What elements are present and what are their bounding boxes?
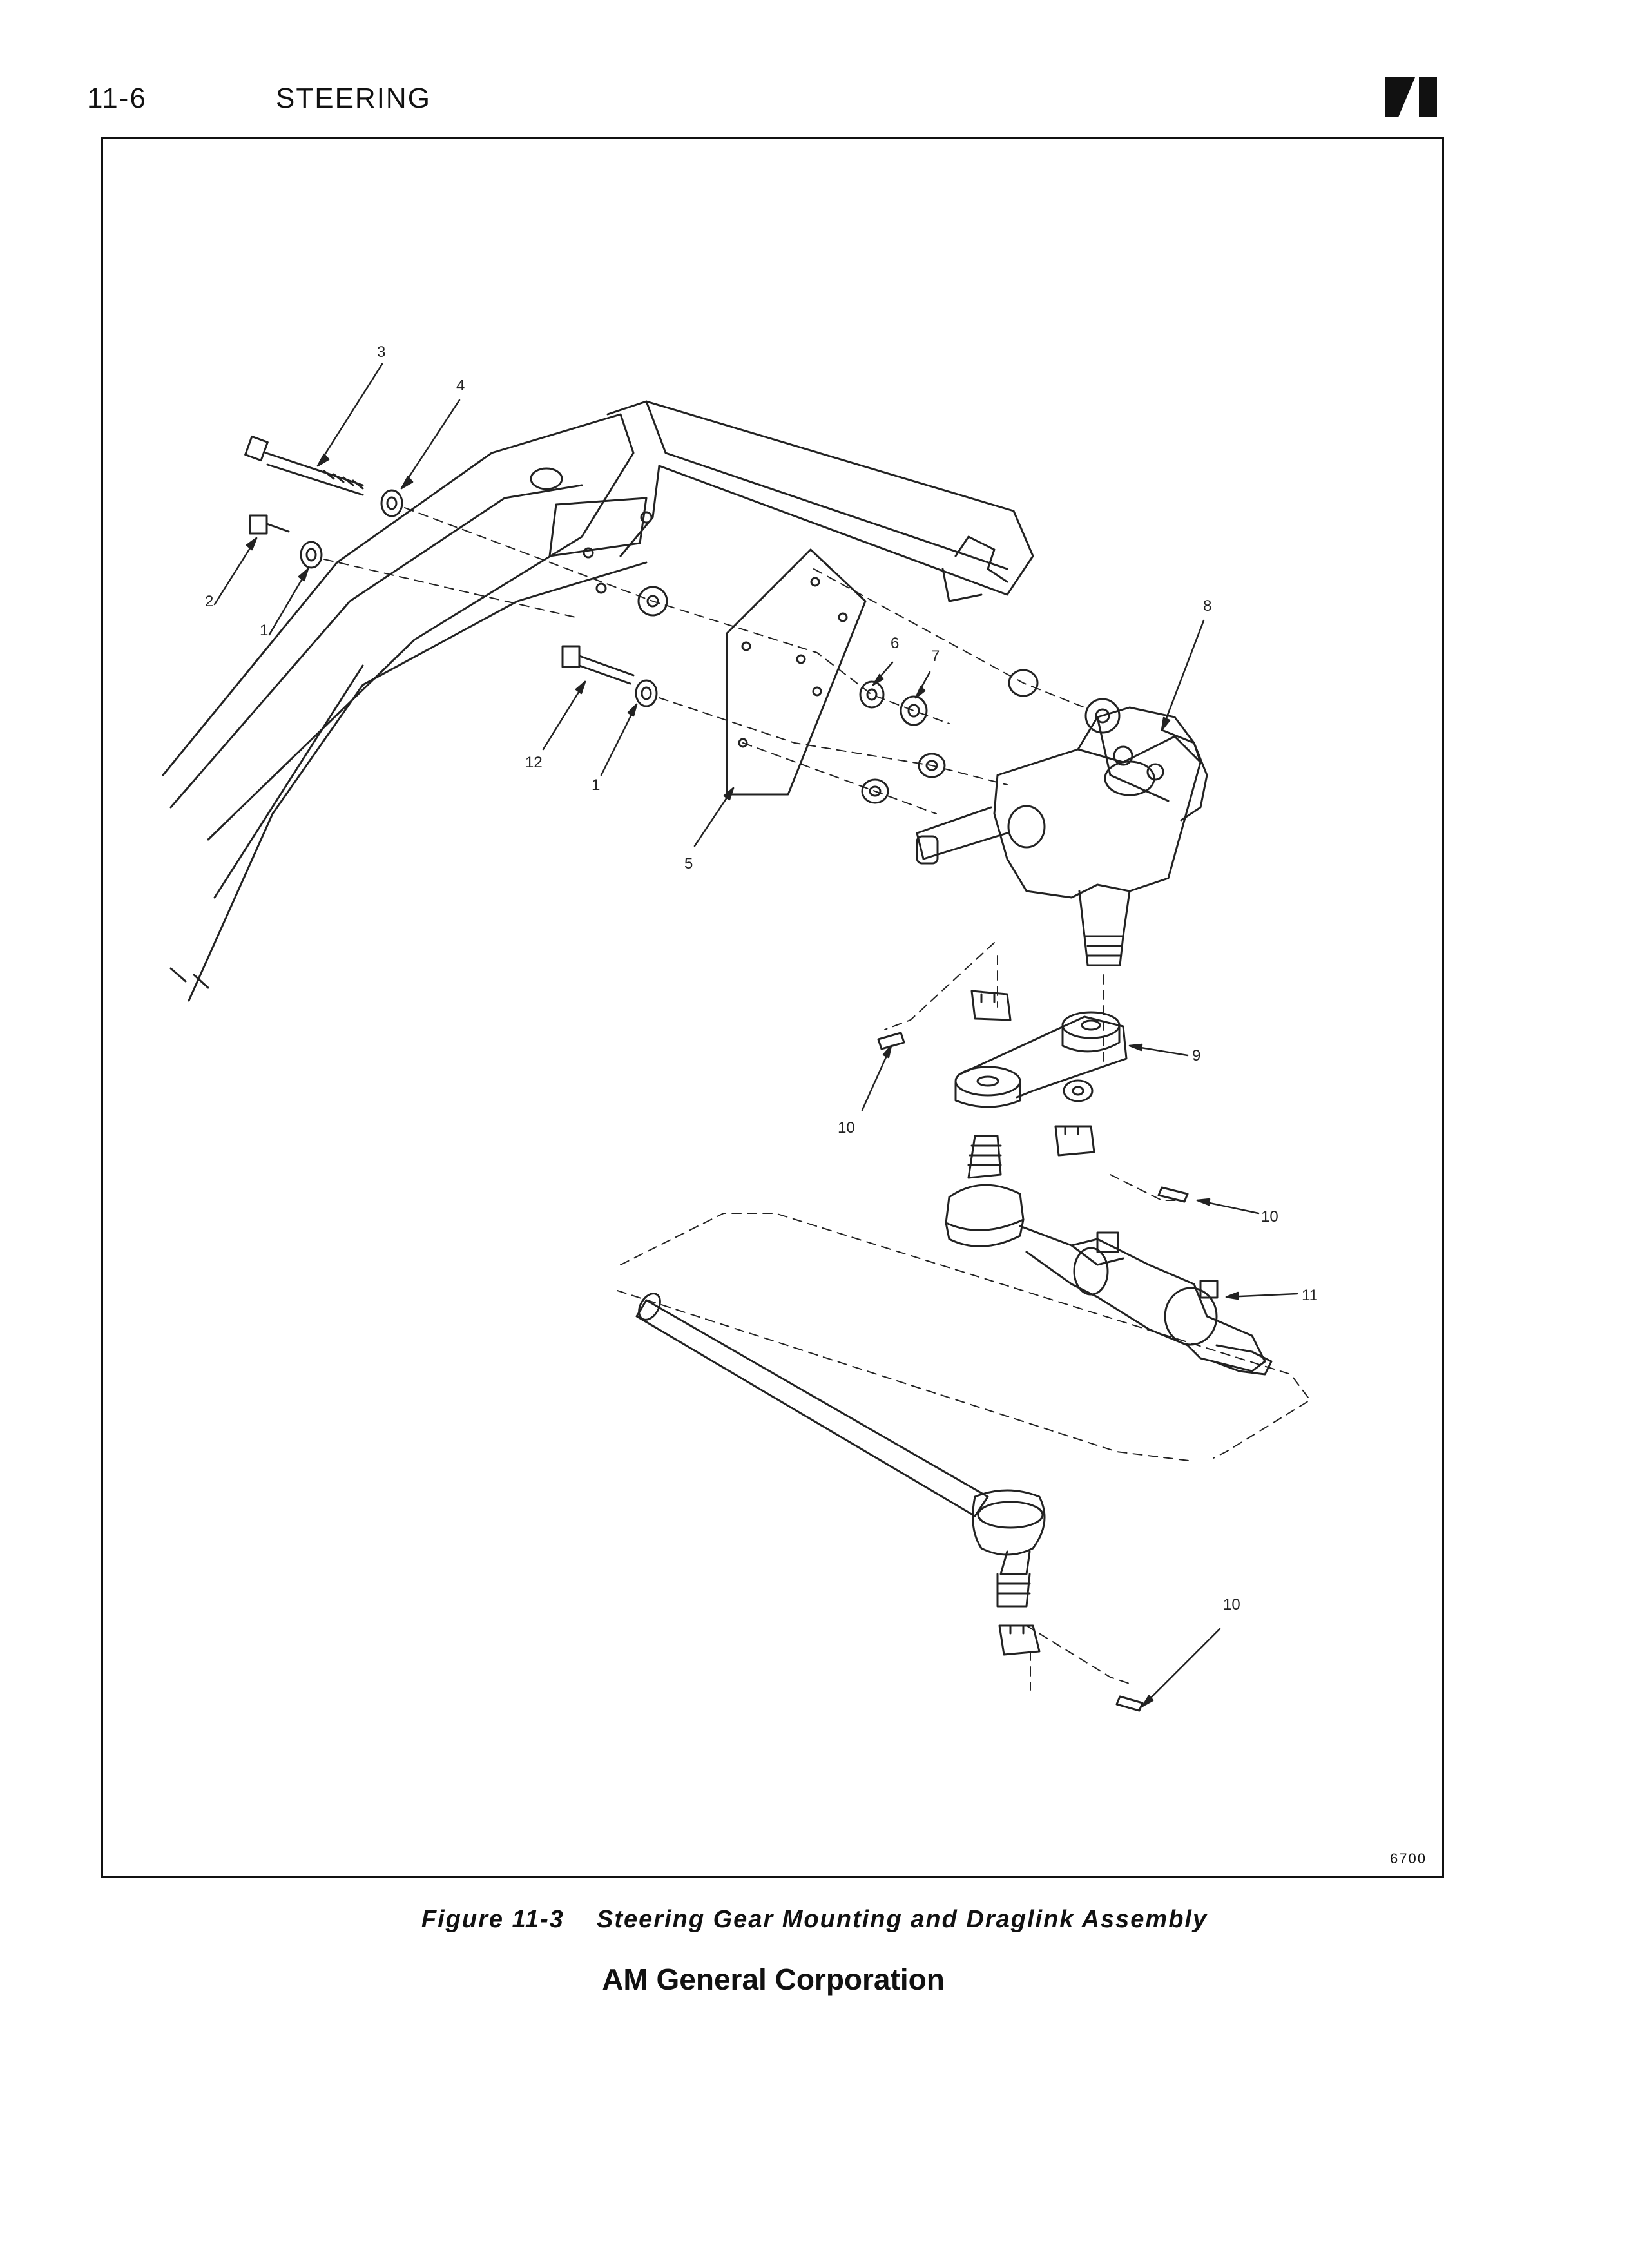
brand-logo-icon <box>1385 77 1437 117</box>
callout-2: 2 <box>205 593 214 610</box>
drag-link <box>945 1135 1273 1376</box>
callout-10b: 10 <box>1261 1208 1278 1225</box>
callout-3: 3 <box>377 343 386 361</box>
section-title: STEERING <box>276 82 431 114</box>
tie-rod <box>635 1293 1046 1656</box>
figure-caption: Figure 11-3 Steering Gear Mounting and D… <box>421 1906 1208 1933</box>
mounting-plate <box>726 548 867 796</box>
exploded-view-drawing <box>162 363 1311 1712</box>
drawing-number: 6700 <box>1390 1850 1427 1867</box>
leader-lines <box>213 363 1298 1707</box>
steering-gear <box>916 698 1208 966</box>
callout-6: 6 <box>891 635 900 652</box>
figure-frame: 3 4 2 1 12 1 5 6 7 8 9 10 10 11 10 6700 <box>101 137 1444 1878</box>
callout-11: 11 <box>1302 1287 1318 1304</box>
callout-12: 12 <box>525 754 543 771</box>
callout-10a: 10 <box>838 1119 855 1137</box>
fasteners <box>244 435 1311 1691</box>
company-name: AM General Corporation <box>602 1963 945 1996</box>
frame-rail <box>162 400 1034 1002</box>
page-number: 11-6 <box>87 82 147 114</box>
callout-7: 7 <box>931 648 940 665</box>
pitman-arm <box>877 990 1189 1712</box>
callout-5: 5 <box>684 855 693 872</box>
callout-10c: 10 <box>1223 1596 1240 1613</box>
callout-9: 9 <box>1192 1047 1201 1064</box>
callout-1b: 1 <box>592 776 601 794</box>
callout-4: 4 <box>456 377 465 394</box>
callout-1a: 1 <box>260 622 269 639</box>
callout-8: 8 <box>1203 597 1212 615</box>
